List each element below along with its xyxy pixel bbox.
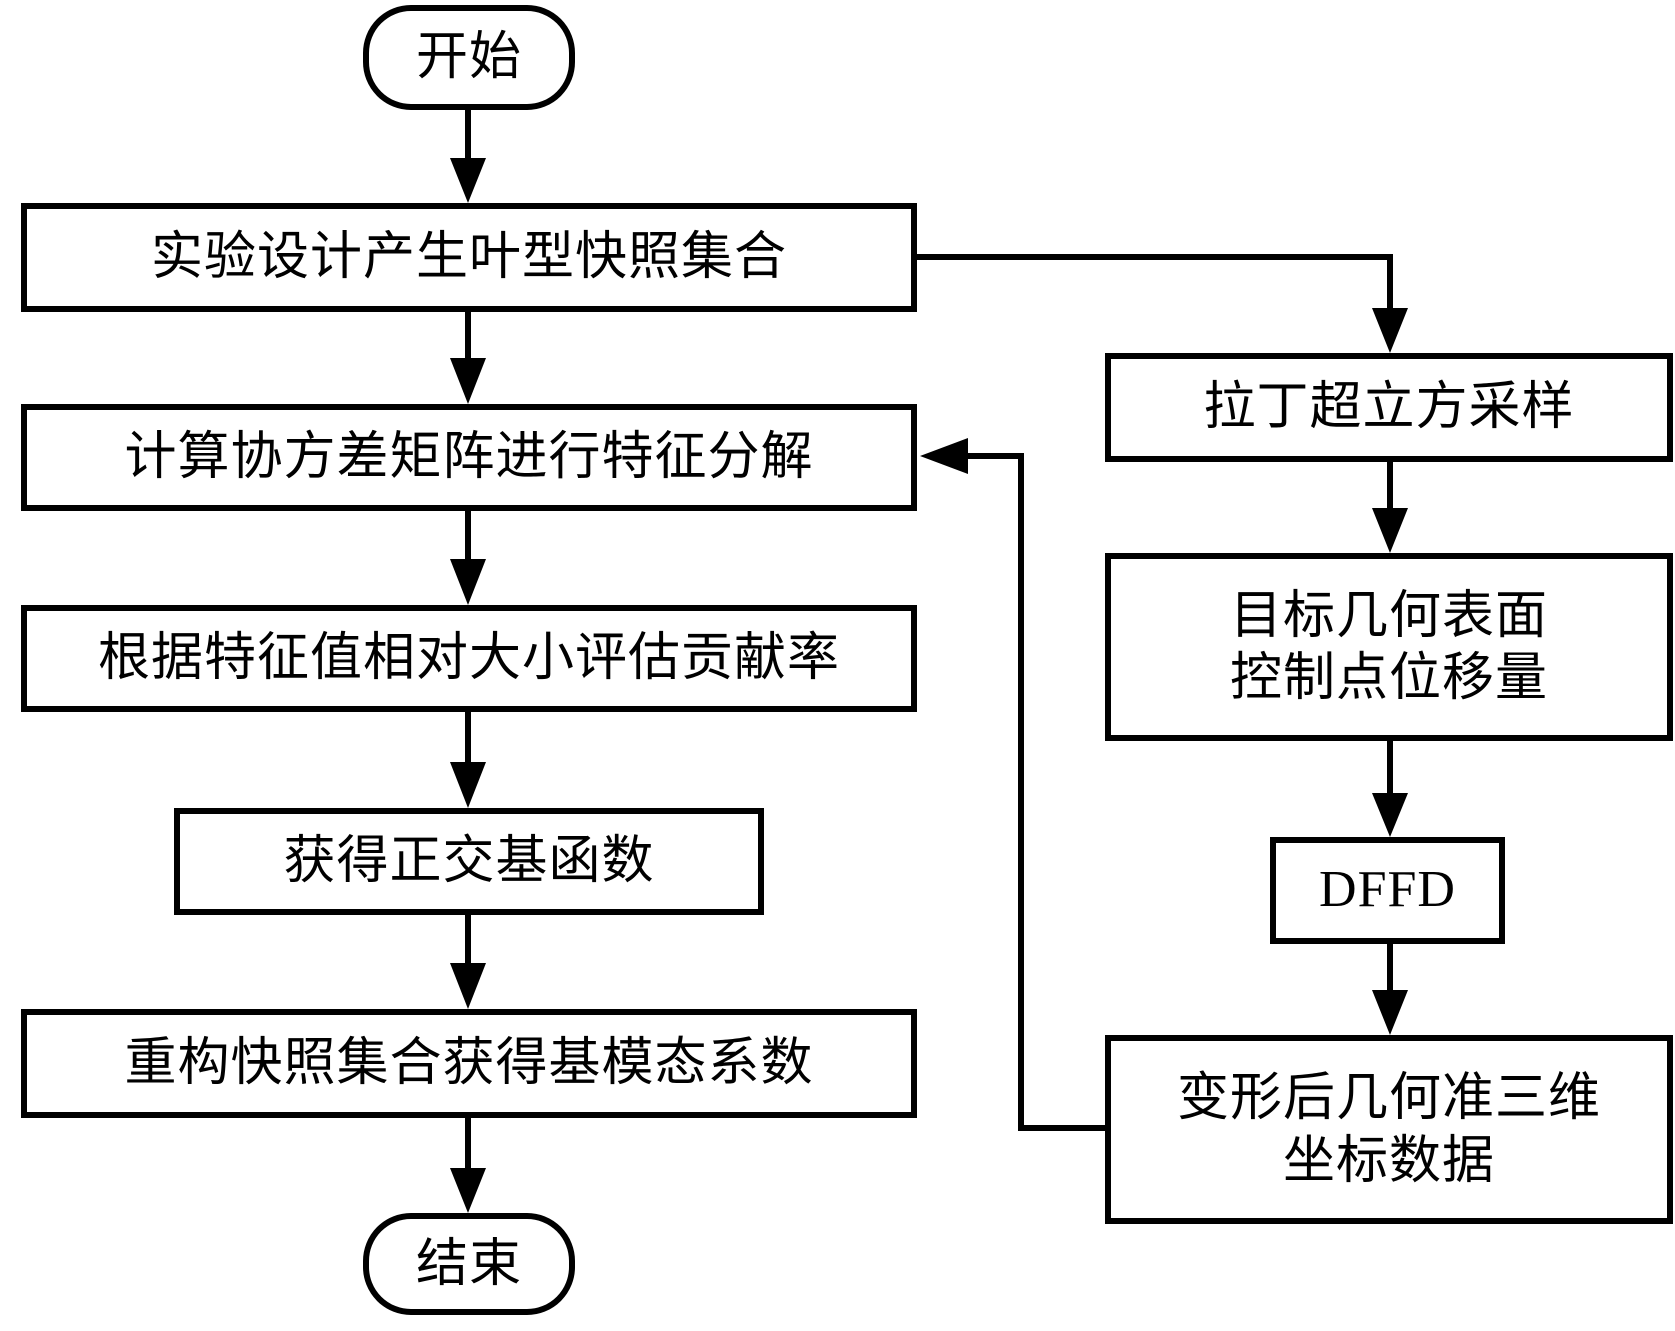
edge-step1-to-right1 [917,254,1393,310]
step-contribution-rate: 根据特征值相对大小评估贡献率 [21,605,917,712]
step-label: DFFD [1319,861,1456,919]
end-label: 结束 [415,1233,522,1294]
step-covariance-decomposition: 计算协方差矩阵进行特征分解 [21,404,917,511]
step-label: 计算协方差矩阵进行特征分解 [124,427,814,488]
arrowhead [1372,990,1408,1035]
arrowhead [1372,508,1408,553]
step-label-line1: 变形后几何准三维 [1176,1068,1601,1129]
arrowhead [450,559,486,605]
arrowhead [450,963,486,1009]
edge-right4-to-step2 [966,453,1105,1131]
step-control-point-displacement: 目标几何表面 控制点位移量 [1105,553,1673,741]
start-node: 开始 [363,5,575,110]
step-label-line1: 目标几何表面 [1229,585,1548,646]
arrowhead [450,358,486,404]
step-label: 重构快照集合获得基模态系数 [124,1033,814,1094]
step-orthogonal-basis: 获得正交基函数 [174,808,764,915]
arrowhead [920,438,968,474]
step-label: 实验设计产生叶型快照集合 [150,227,787,288]
step-label-line2: 控制点位移量 [1229,648,1548,708]
step-dffd: DFFD [1270,837,1505,944]
step-label-line2: 坐标数据 [1282,1130,1495,1191]
start-label: 开始 [415,27,522,88]
arrowhead [1372,308,1408,353]
step-deformed-coordinates: 变形后几何准三维 坐标数据 [1105,1035,1673,1224]
step-label: 获得正交基函数 [283,831,655,892]
end-node: 结束 [363,1213,575,1315]
arrowhead [1372,793,1408,837]
step-label: 拉丁超立方采样 [1203,377,1575,438]
step-snapshot-generation: 实验设计产生叶型快照集合 [21,203,917,312]
arrowhead [450,762,486,808]
step-modal-coefficients: 重构快照集合获得基模态系数 [21,1009,917,1118]
step-latin-hypercube: 拉丁超立方采样 [1105,353,1673,462]
arrowhead [450,1168,486,1213]
step-label: 根据特征值相对大小评估贡献率 [97,628,840,689]
arrowhead [450,158,486,203]
